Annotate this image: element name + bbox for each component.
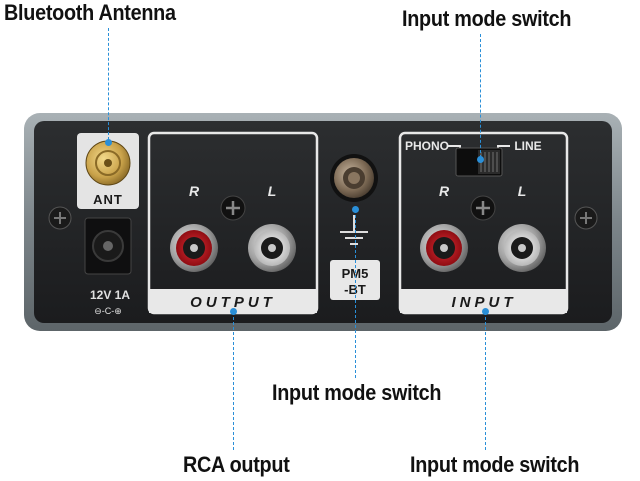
power-polarity-label: ⊖-C-⊕ bbox=[94, 306, 122, 316]
switch-line-label: LINE bbox=[514, 139, 541, 153]
rca-output-right-jack bbox=[170, 224, 218, 272]
antenna-label: ANT bbox=[93, 192, 123, 207]
rca-output-left-jack bbox=[248, 224, 296, 272]
leader-line-antenna bbox=[108, 28, 109, 140]
leader-line-switch-bottom bbox=[485, 312, 486, 450]
screw-right bbox=[574, 206, 598, 230]
output-right-channel-label: R bbox=[189, 183, 200, 199]
input-title: INPUT bbox=[452, 294, 517, 311]
leader-line-switch-top bbox=[480, 34, 481, 158]
rca-input-right-jack bbox=[420, 224, 468, 272]
output-title: OUTPUT bbox=[190, 294, 276, 311]
callout-rca-output: RCA output bbox=[183, 452, 290, 477]
leader-dot-switch-bottom bbox=[482, 308, 489, 315]
switch-phono-label: PHONO bbox=[405, 139, 449, 153]
output-left-channel-label: L bbox=[268, 183, 277, 199]
rca-input-left-jack bbox=[498, 224, 546, 272]
leader-line-switch-middle bbox=[355, 210, 356, 378]
leader-line-rca-output bbox=[233, 312, 234, 450]
screw-left bbox=[48, 206, 72, 230]
power-label: 12V 1A bbox=[90, 288, 130, 302]
callout-input-mode-switch-top: Input mode switch bbox=[402, 6, 572, 31]
callout-input-mode-switch-bottom: Input mode switch bbox=[410, 452, 580, 477]
input-center-screw bbox=[470, 195, 496, 221]
leader-dot-switch-top bbox=[477, 156, 484, 163]
leader-dot-switch-middle bbox=[352, 206, 359, 213]
callout-input-mode-switch-middle: Input mode switch bbox=[272, 380, 442, 405]
output-center-screw bbox=[220, 195, 246, 221]
leader-dot-antenna bbox=[105, 139, 112, 146]
input-left-channel-label: L bbox=[518, 183, 527, 199]
callout-bluetooth-antenna: Bluetooth Antenna bbox=[4, 0, 176, 25]
ground-symbol-icon bbox=[340, 215, 368, 245]
leader-dot-rca-output bbox=[230, 308, 237, 315]
input-right-channel-label: R bbox=[439, 183, 450, 199]
ground-terminal bbox=[330, 154, 378, 202]
